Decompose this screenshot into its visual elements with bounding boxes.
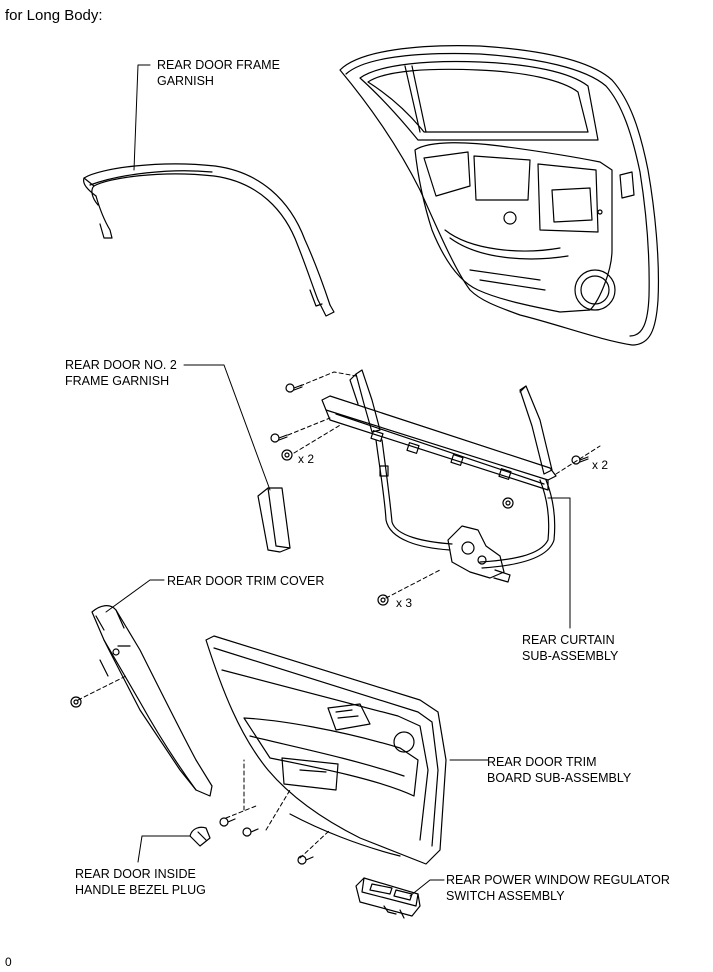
curtain-part [321,369,557,583]
bezel-plug-part [189,826,211,847]
trim-board-part [205,635,447,865]
label-bezel-plug: REAR DOOR INSIDE HANDLE BEZEL PLUG [75,867,206,897]
qty-bolt-bottom: x 3 [396,596,413,610]
label-no2-frame-garnish: REAR DOOR NO. 2 FRAME GARNISH [65,358,177,388]
bolt-group [270,383,589,606]
qty-bolt-right: x 2 [592,458,609,472]
label-window-switch: REAR POWER WINDOW REGULATOR SWITCH ASSEM… [446,873,670,903]
label-rear-curtain: REAR CURTAIN SUB-ASSEMBLY [522,633,619,663]
no2-garnish-part [257,487,291,553]
frame-garnish-part [83,163,335,317]
figure-id: 0 [5,955,12,969]
door-panel-part [339,45,660,346]
qty-bolt-left: x 2 [298,452,315,466]
window-switch-part [355,877,421,919]
trim-cover-part [91,605,213,797]
label-trim-board: REAR DOOR TRIM BOARD SUB-ASSEMBLY [487,755,632,785]
label-trim-cover: REAR DOOR TRIM COVER [167,574,325,588]
page-heading: for Long Body: [5,7,103,24]
label-frame-garnish: REAR DOOR FRAME GARNISH [157,58,280,88]
